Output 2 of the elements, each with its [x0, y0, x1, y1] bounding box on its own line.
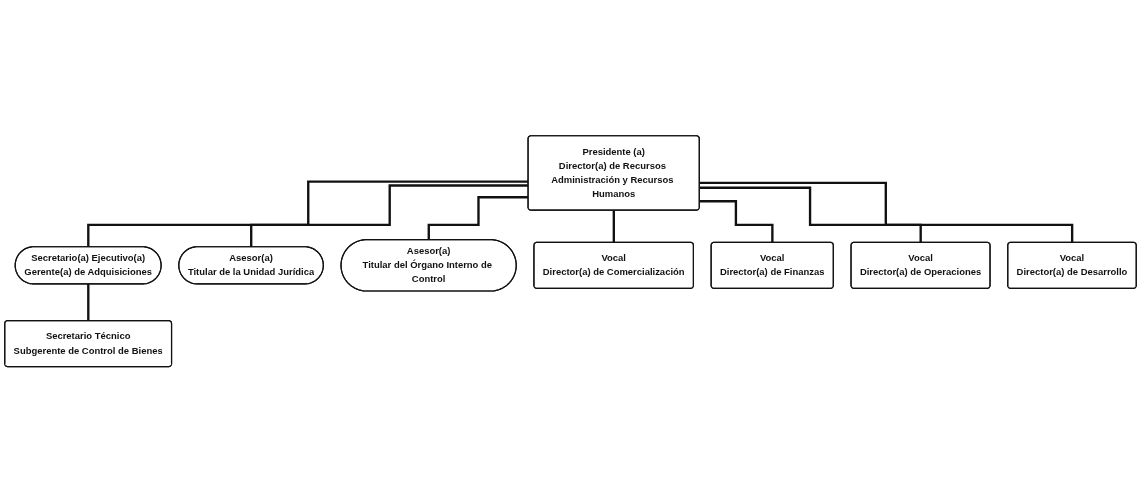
connector — [87, 180, 529, 249]
connector — [250, 184, 529, 249]
